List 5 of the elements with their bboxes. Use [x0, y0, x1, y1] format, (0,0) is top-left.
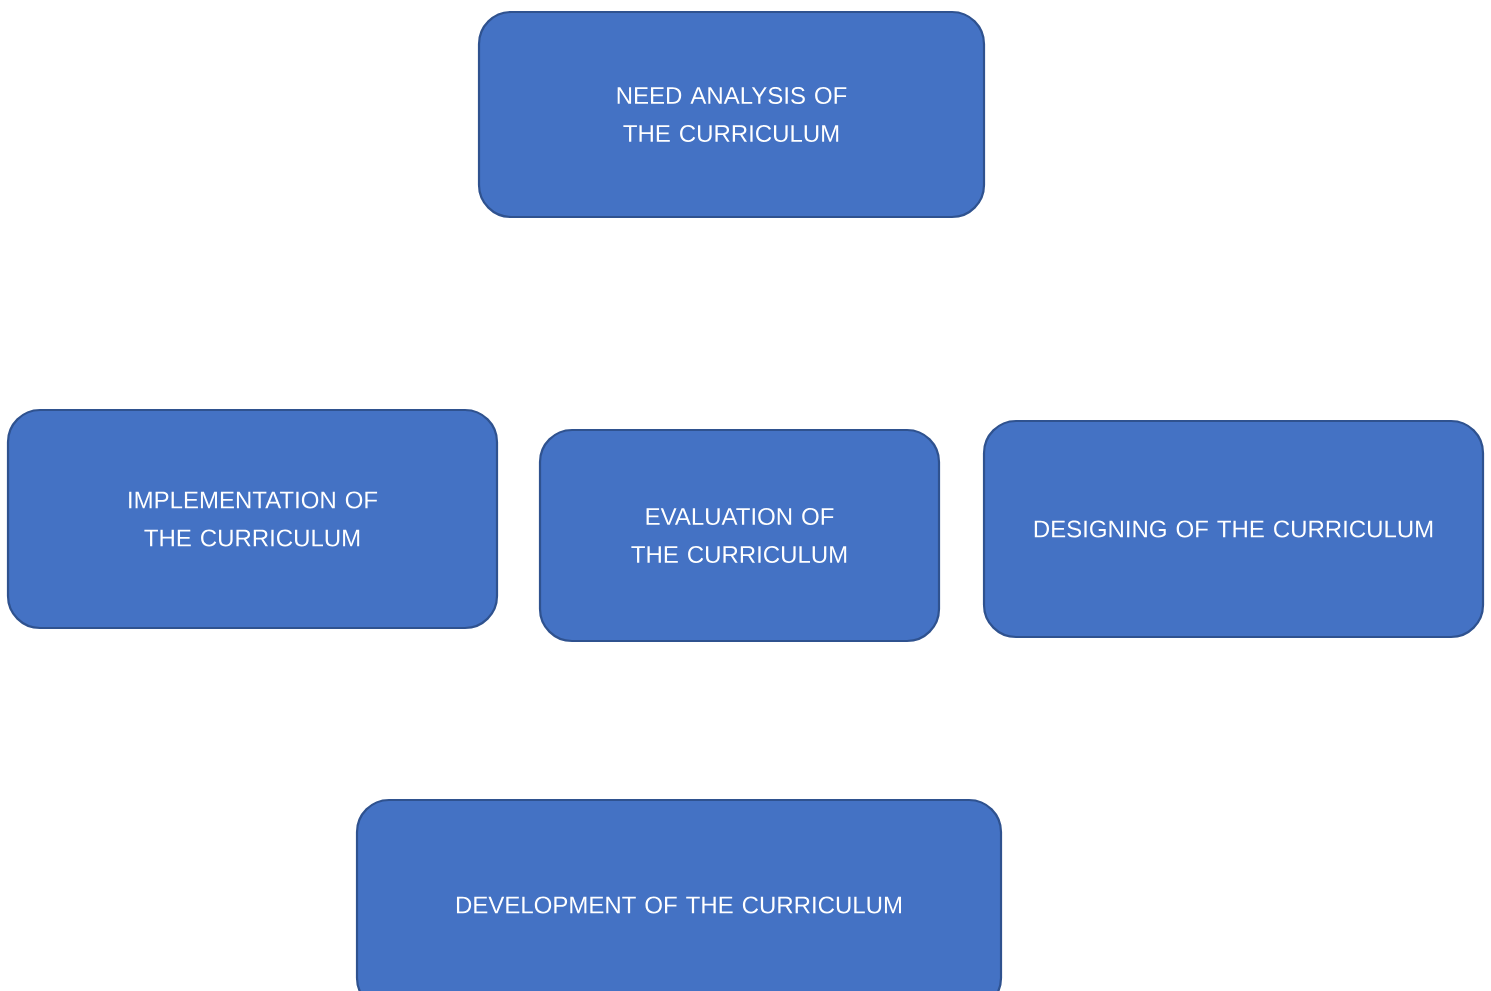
process-box: DEVELOPMENT OF THE CURRICULUM: [355, 798, 1003, 991]
process-box: IMPLEMENTATION OF THE CURRICULUM: [6, 408, 499, 630]
process-box: DESIGNING OF THE CURRICULUM: [982, 419, 1485, 639]
process-box: EVALUATION OF THE CURRICULUM: [538, 428, 941, 643]
process-box: NEED ANALYSIS OF THE CURRICULUM: [477, 10, 986, 219]
